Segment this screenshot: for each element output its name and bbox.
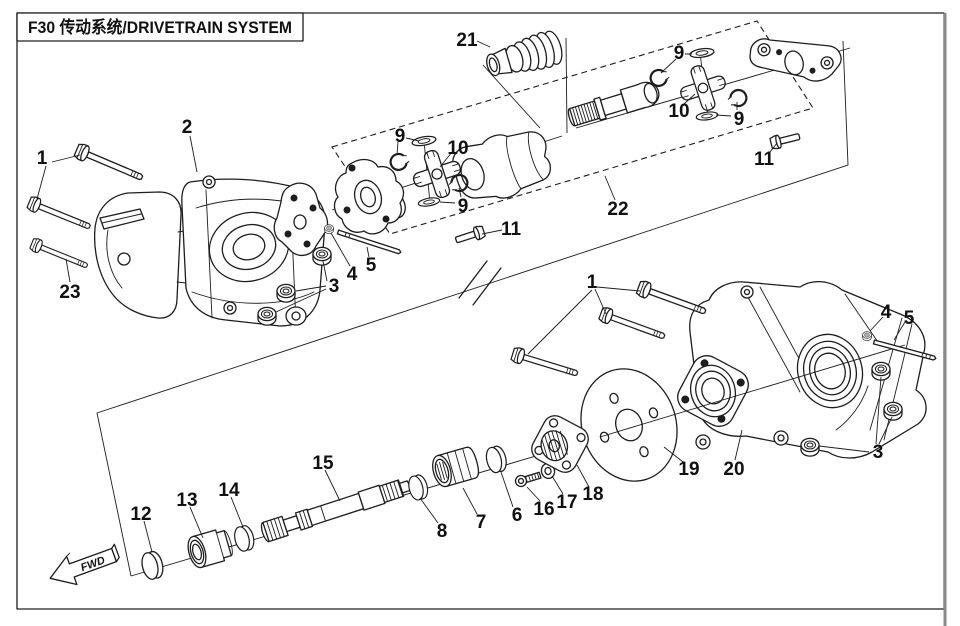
- hub-flange-18: [531, 415, 589, 473]
- callout-3-rear: 3: [873, 442, 884, 463]
- bolt-23: [28, 236, 91, 273]
- callout-13: 13: [176, 490, 197, 511]
- callout-19: 19: [678, 459, 699, 480]
- callout-17: 17: [556, 492, 577, 513]
- callout-4-front: 4: [347, 264, 358, 285]
- callout-11-rear: 11: [754, 149, 775, 170]
- callout-2: 2: [182, 117, 193, 138]
- callout-9-rear-bottom: 9: [734, 109, 745, 130]
- drive-shaft-parts-row: [138, 415, 589, 582]
- callout-12: 12: [130, 504, 151, 525]
- callout-21: 21: [456, 30, 478, 51]
- bushing-13: [187, 529, 233, 569]
- rear-gearbox-fasteners: [509, 279, 937, 457]
- flange-yoke-rear: [749, 38, 842, 82]
- bolt-11-front: [454, 225, 486, 244]
- drive-shaft-15: [260, 479, 411, 543]
- callouts: 1 2 23 3 4 5 9 10 9 11 21 22 9 10 9 11 1…: [37, 30, 915, 542]
- callout-3-front: 3: [329, 276, 340, 297]
- nut-4-front: [324, 224, 334, 234]
- bolt-1e: [509, 345, 581, 382]
- drawing-frame: F30 传动系统/DRIVETRAIN SYSTEM: [16, 12, 947, 626]
- rear-bearing-bore: [796, 333, 864, 409]
- callout-5-rear: 5: [904, 308, 915, 329]
- washer-9d: [695, 110, 719, 122]
- front-gearbox-fasteners: [25, 141, 402, 326]
- callout-9-front-bottom: 9: [458, 196, 469, 217]
- callout-10-rear: 10: [668, 101, 689, 122]
- coupling-sleeve-7: [432, 446, 480, 488]
- splined-yoke-rear: [567, 81, 660, 127]
- callout-10-front: 10: [447, 138, 468, 159]
- bolt-1b: [25, 194, 94, 235]
- callout-16: 16: [533, 499, 554, 520]
- nut-3c: [257, 306, 277, 326]
- seal-ring-6: [483, 444, 510, 475]
- page-title: F30 传动系统/DRIVETRAIN SYSTEM: [28, 17, 292, 37]
- front-bearing-bore: [208, 211, 290, 283]
- companion-flange-front: [333, 158, 405, 235]
- callout-11-front: 11: [501, 219, 522, 240]
- callout-1-front: 1: [37, 148, 48, 169]
- callout-5-front: 5: [366, 255, 377, 276]
- washer-9b: [417, 195, 441, 209]
- drive-shaft-boot: [486, 30, 563, 77]
- front-gearbox: [93, 175, 329, 327]
- break-marks: [458, 260, 502, 306]
- washer-9a: [410, 134, 438, 148]
- fwd-label: FWD: [79, 554, 107, 574]
- callout-14: 14: [218, 480, 240, 501]
- callout-15: 15: [312, 453, 334, 474]
- brake-disc: [580, 368, 678, 482]
- nut-3e: [883, 401, 903, 421]
- leader-lines: [36, 40, 906, 553]
- rear-gearbox: [689, 281, 927, 459]
- callout-18: 18: [582, 484, 603, 505]
- front-u-joint-assembly: [333, 131, 552, 244]
- cover-tab: [99, 208, 145, 230]
- rear-u-joint-assembly: [567, 38, 842, 150]
- fwd-arrow-icon: FWD: [49, 543, 120, 586]
- mount-lugs: [202, 175, 307, 326]
- callout-4-rear: 4: [881, 302, 892, 323]
- callout-23: 23: [59, 282, 80, 303]
- nut-3f: [800, 437, 820, 457]
- stud-5-rear: [872, 339, 937, 361]
- seal-ring-12: [138, 549, 167, 582]
- yoke-front: [452, 131, 552, 199]
- rear-hub-flange: [677, 355, 749, 427]
- callout-6: 6: [512, 505, 523, 526]
- stud-5-front: [336, 229, 402, 255]
- washer-9c: [688, 46, 716, 60]
- callout-22: 22: [607, 199, 628, 220]
- seal-ring-8: [405, 472, 431, 503]
- callout-20: 20: [723, 459, 744, 480]
- callout-9-rear-top: 9: [674, 43, 685, 64]
- callout-8: 8: [437, 521, 448, 542]
- nut-3b: [276, 283, 296, 303]
- bolt-1d: [597, 305, 668, 345]
- seal-ring-14: [231, 523, 257, 554]
- bolt-16: [514, 471, 542, 488]
- nut-4-rear: [862, 331, 872, 341]
- nut-3a: [312, 246, 332, 266]
- bolt-11-rear: [769, 133, 801, 150]
- axis-line-rear: [599, 344, 906, 438]
- bolt-1a: [72, 141, 146, 186]
- callout-7: 7: [476, 512, 487, 533]
- callout-9-front-top: 9: [395, 126, 406, 147]
- snap-ring-9a: [387, 150, 412, 173]
- callout-1-rear: 1: [587, 272, 598, 293]
